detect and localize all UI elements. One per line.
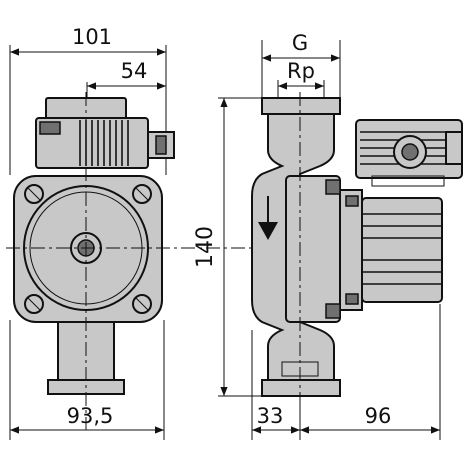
flow-direction-arrow-icon <box>258 196 278 240</box>
cable-entry-core <box>401 143 419 161</box>
dim-label-g: G <box>292 31 308 55</box>
front-view: 101 54 <box>6 25 440 440</box>
side-view: G Rp <box>251 31 463 440</box>
motor-flange <box>339 189 363 311</box>
terminal-switch <box>39 121 61 135</box>
motor-ribs <box>362 213 442 285</box>
motor-body <box>361 197 443 303</box>
terminal-side-latch <box>445 131 463 165</box>
height-dimension: 140 <box>193 97 262 397</box>
dim-label-93-5: 93,5 <box>67 404 114 428</box>
dim-label-140: 140 <box>193 226 218 268</box>
terminal-box-base <box>371 175 445 187</box>
cable-gland-nut <box>155 135 167 155</box>
side-screw-icon <box>325 303 341 319</box>
side-screw-icon <box>325 179 341 195</box>
side-bolt-icon <box>345 293 359 305</box>
upper-union-flange <box>261 97 341 115</box>
pump-side-housing <box>285 175 341 323</box>
lower-union-flange <box>261 379 341 397</box>
dim-label-101: 101 <box>72 25 112 49</box>
side-bolt-icon <box>345 195 359 207</box>
dim-label-54: 54 <box>121 59 148 83</box>
dim-label-96: 96 <box>365 404 392 428</box>
housing-screws <box>24 184 152 314</box>
dim-label-33: 33 <box>257 404 284 428</box>
dim-label-rp: Rp <box>287 59 315 83</box>
